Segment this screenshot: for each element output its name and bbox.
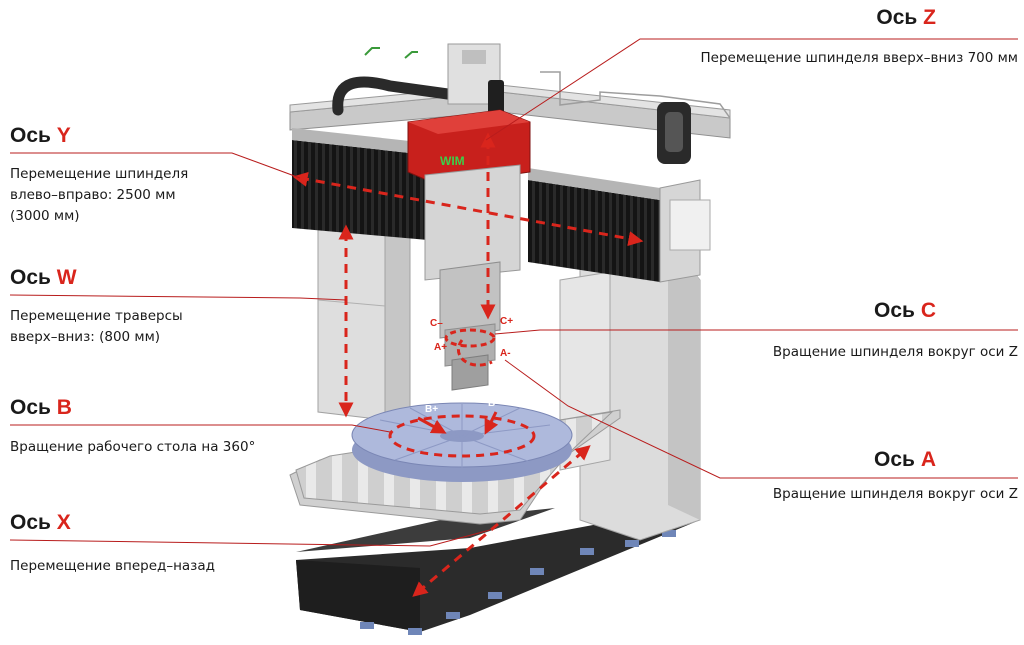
axis-x-prefix: Ось (10, 511, 51, 534)
axis-y-letter: Y (56, 124, 71, 147)
axis-x-description: Перемещение вперед–назад (10, 558, 215, 574)
axis-z-title: Ось Z (876, 6, 936, 30)
axis-x-letter: X (56, 511, 71, 534)
b-minus-label: B- (488, 398, 499, 409)
axis-a-title: Ось A (874, 448, 936, 472)
axis-z-letter: Z (923, 6, 936, 29)
axis-c-letter: C (920, 299, 936, 322)
axis-w-description-line: вверх–вниз: (800 мм) (10, 329, 161, 345)
left-column (317, 221, 411, 421)
axis-w-description: Перемещение траверсы вверх–вниз: (800 мм… (10, 306, 183, 348)
c-plus-label: C+ (500, 316, 513, 327)
axis-w-letter: W (56, 266, 77, 289)
y-axis-arrow (292, 171, 644, 247)
axis-y-description-line: Перемещение шпинделя (10, 166, 189, 182)
axis-b-prefix: Ось (10, 396, 51, 419)
a-minus-label: A- (500, 348, 511, 359)
axis-w-prefix: Ось (10, 266, 51, 289)
axis-c-prefix: Ось (874, 299, 915, 322)
motion-arrows (292, 132, 644, 597)
brand-label: WIM (440, 154, 465, 168)
axis-y-description: Перемещение шпинделя влево–вправо: 2500 … (10, 164, 188, 227)
leader-lines (9, 38, 1018, 547)
x-leader (9, 529, 491, 547)
z-leader (485, 38, 1018, 141)
axis-a-description: Вращение шпинделя вокруг оси Z (772, 486, 1018, 502)
axis-y-description-line: (3000 мм) (10, 208, 80, 224)
axis-a-letter: A (920, 448, 936, 471)
c-rotation-arrow (444, 328, 496, 348)
c-leader (494, 329, 1018, 335)
c-minus-label: C– (430, 318, 443, 329)
axis-z-prefix: Ось (876, 6, 918, 29)
axis-b-letter: B (56, 396, 72, 419)
axis-w-title: Ось W (10, 266, 77, 290)
right-column (559, 239, 701, 541)
a-plus-label: A+ (434, 342, 447, 353)
a-rotation-arrow (456, 339, 493, 367)
a-leader (504, 359, 1018, 479)
y-leader (10, 152, 301, 179)
top-frame (289, 43, 731, 164)
axis-y-description-line: влево–вправо: 2500 мм (10, 187, 176, 203)
b-leader (10, 424, 391, 433)
axis-w-description-line: Перемещение траверсы (10, 308, 183, 324)
axis-a-prefix: Ось (874, 448, 915, 471)
w-leader (9, 294, 347, 301)
spindle-rotation-labels: C– C+ A+ A- (430, 316, 513, 359)
axis-x-title: Ось X (10, 511, 71, 535)
b-plus-label: B+ (425, 404, 438, 415)
axis-b-title: Ось B (10, 396, 72, 420)
axis-c-description: Вращение шпинделя вокруг оси Z (772, 344, 1018, 360)
axis-c-title: Ось C (874, 299, 936, 323)
x-axis-arrow (412, 445, 591, 597)
axis-y-title: Ось Y (10, 124, 71, 148)
axis-z-description: Перемещение шпинделя вверх–вниз 700 мм (700, 50, 1018, 66)
axis-b-description: Вращение рабочего стола на 360° (10, 439, 256, 455)
axis-y-prefix: Ось (10, 124, 51, 147)
spindle-head: WIM (407, 109, 531, 391)
